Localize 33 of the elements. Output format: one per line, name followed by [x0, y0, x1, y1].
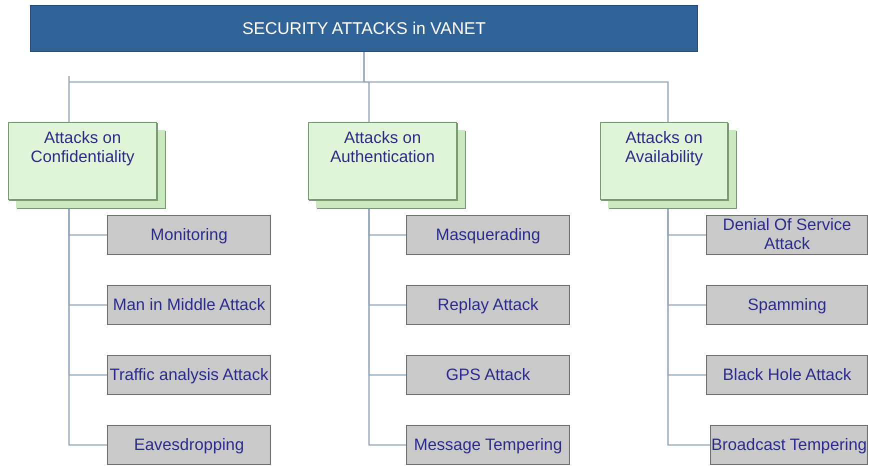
box-label: Attacks on Confidentiality [30, 129, 136, 167]
box-label: Attacks on Availability [624, 129, 704, 167]
box-label: Traffic analysis Attack [110, 366, 268, 384]
box-label: Man in Middle Attack [112, 296, 266, 314]
connector-line [363, 52, 669, 122]
connector-line [667, 209, 710, 446]
attack-box [107, 425, 271, 465]
connector-line [68, 209, 107, 446]
attack-box [706, 285, 868, 325]
attack-box [706, 215, 868, 255]
attack-box [107, 215, 271, 255]
box-label: Attacks on Authentication [329, 129, 436, 167]
attack-box [406, 425, 570, 465]
attack-box [107, 355, 271, 395]
box-label: Black Hole Attack [722, 366, 852, 384]
box-label: Spamming [748, 296, 826, 314]
box-label: Replay Attack [438, 296, 538, 314]
box-label: GPS Attack [446, 366, 530, 384]
box-label: Denial Of Service Attack [722, 216, 852, 254]
attack-box [706, 355, 868, 395]
attack-box [710, 425, 868, 465]
box-label: SECURITY ATTACKS in VANET [242, 18, 486, 38]
box-label: Monitoring [150, 226, 228, 244]
attack-box [406, 285, 570, 325]
attack-box [406, 215, 570, 255]
box-label: Eavesdropping [134, 436, 244, 454]
attack-box [107, 285, 271, 325]
box-label: Message Tempering [414, 436, 562, 454]
box-label: Masquerading [436, 226, 540, 244]
title-box [30, 5, 698, 52]
connector-line [368, 209, 406, 446]
attack-box [406, 355, 570, 395]
box-label: Broadcast Tempering [711, 436, 867, 454]
